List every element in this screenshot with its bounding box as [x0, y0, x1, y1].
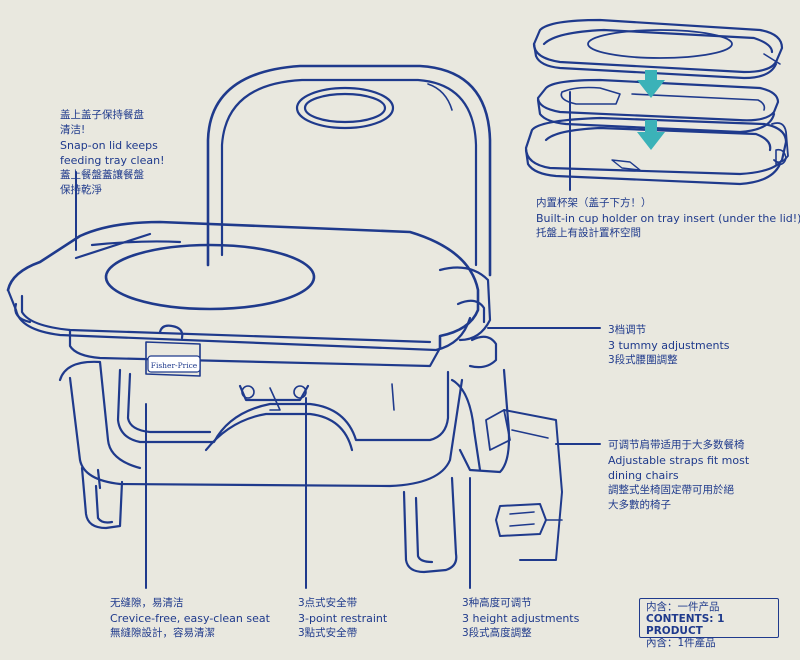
contents-label-en: CONTENTS: 1 PRODUCT: [646, 613, 725, 637]
cup-holder-callout: 内置杯架（盖子下方！） Built-in cup holder on tray …: [536, 196, 800, 241]
seat-callout: 无缝隙，易清洁 Crevice-free, easy-clean seat 無縫…: [110, 596, 270, 641]
restraint-callout: 3点式安全带 3-point restraint 3點式安全帶: [298, 596, 387, 641]
restraint-label-cn-traditional: 3點式安全帶: [298, 627, 358, 639]
lid-label-cn-simplified: 盖上盖子保持餐盘: [60, 109, 144, 121]
restraint-label-en: 3-point restraint: [298, 612, 388, 625]
tray-exploded-view: [524, 18, 789, 186]
tummy-label-cn-traditional: 3段式腰圍調整: [608, 354, 678, 366]
straps-label-cn-simplified: 可调节肩带适用于大多数餐椅: [608, 439, 745, 451]
cup-holder-label-en: Built-in cup holder on tray insert (unde…: [536, 212, 800, 225]
lid-label-cn-simplified-2: 清洁!: [60, 124, 86, 136]
seat-label-cn-simplified: 无缝隙，易清洁: [110, 597, 184, 609]
contents-box: 内含：一件产品 CONTENTS: 1 PRODUCT 內含：1件產品: [639, 598, 779, 649]
height-label-cn-traditional: 3段式高度調整: [462, 627, 532, 639]
lid-label-cn-traditional-2: 保持乾淨: [60, 184, 102, 196]
straps-label-cn-traditional: 調整式坐椅固定帶可用於絕: [608, 484, 734, 496]
lid-label-en-2: feeding tray clean!: [60, 154, 165, 167]
contents-label-cn-simplified: 内含：一件产品: [646, 601, 720, 613]
down-arrow-icon: [637, 70, 665, 98]
leader-lines: [75, 91, 601, 589]
tummy-label-en: 3 tummy adjustments: [608, 339, 730, 352]
tummy-callout: 3档调节 3 tummy adjustments 3段式腰圍調整: [608, 323, 730, 368]
straps-label-cn-traditional-2: 大多數的椅子: [608, 499, 671, 511]
cup-holder-label-cn-simplified: 内置杯架（盖子下方！）: [536, 197, 652, 209]
lid-label-en: Snap-on lid keeps: [60, 139, 158, 152]
seat-label-cn-traditional: 無縫隙設計，容易清潔: [110, 627, 215, 639]
down-arrow-icon: [637, 120, 665, 150]
contents-label-cn-traditional: 內含：1件產品: [646, 637, 716, 649]
height-label-cn-simplified: 3种高度可调节: [462, 597, 532, 609]
height-label-en: 3 height adjustments: [462, 612, 580, 625]
height-callout: 3种高度可调节 3 height adjustments 3段式高度調整: [462, 596, 579, 641]
seat-label-en: Crevice-free, easy-clean seat: [110, 612, 270, 625]
assembly-arrows: [637, 70, 665, 150]
lid-label-cn-traditional: 蓋上餐盤蓋讓餐盤: [60, 169, 144, 181]
svg-text:Fisher-Price: Fisher-Price: [151, 361, 198, 370]
straps-label-en-2: dining chairs: [608, 469, 679, 482]
straps-label-en: Adjustable straps fit most: [608, 454, 750, 467]
restraint-label-cn-simplified: 3点式安全带: [298, 597, 358, 609]
fisher-price-logo: Fisher-Price: [147, 355, 201, 373]
lid-callout: 盖上盖子保持餐盘 清洁! Snap-on lid keeps feeding t…: [60, 108, 164, 198]
booster-seat-illustration: [6, 64, 563, 574]
tummy-label-cn-simplified: 3档调节: [608, 324, 647, 336]
cup-holder-label-cn-traditional: 托盤上有設計置杯空間: [536, 227, 641, 239]
straps-callout: 可调节肩带适用于大多数餐椅 Adjustable straps fit most…: [608, 438, 749, 513]
